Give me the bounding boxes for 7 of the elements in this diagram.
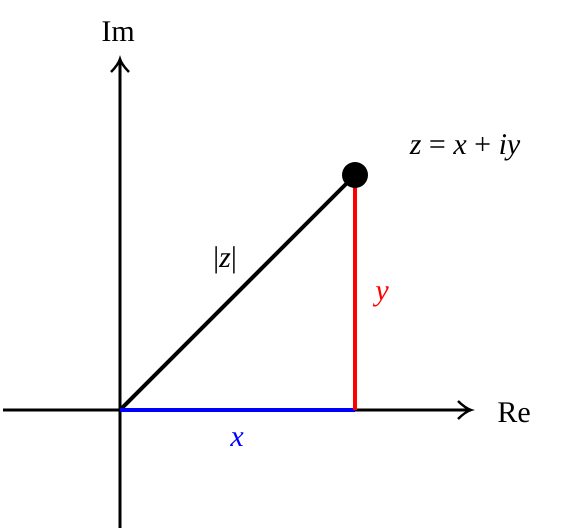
imaginary-part-label: y	[375, 276, 389, 306]
real-part-label: x	[230, 422, 244, 452]
point-label: z = x + iy	[410, 130, 520, 160]
point-marker	[342, 162, 368, 188]
axis-label: Re	[497, 398, 531, 428]
modulus-label: |z|	[213, 243, 237, 273]
axis-label: Im	[101, 17, 135, 47]
